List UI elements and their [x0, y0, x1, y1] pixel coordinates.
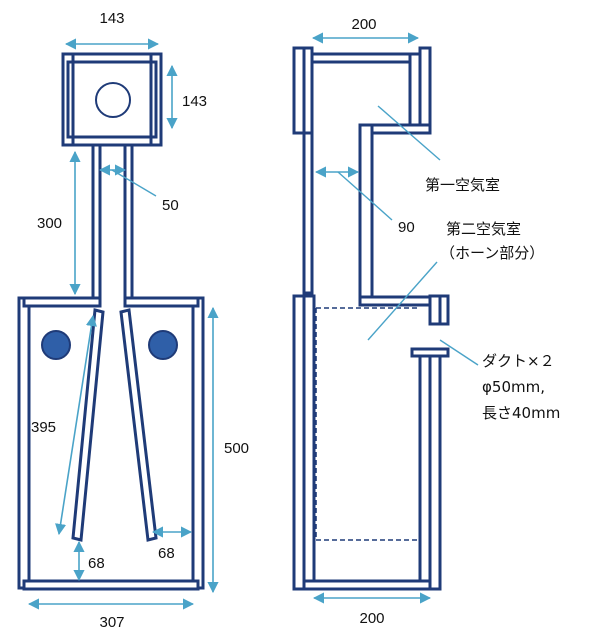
left-dimensions: 143 143 50 300 395 68 68 500 307 [27, 10, 249, 631]
label-duct-diameter: φ50mm, [482, 378, 545, 396]
dim-neck-width: 50 [162, 197, 179, 214]
top-chamber [61, 52, 163, 147]
dim-mouth-left: 68 [88, 555, 105, 572]
port-left [41, 330, 71, 360]
dim-top-width: 143 [99, 10, 124, 27]
dim-top-height: 143 [182, 93, 207, 110]
dim-right-top: 200 [351, 16, 376, 33]
dim-body-height: 500 [224, 440, 249, 457]
label-chamber2: 第二空気室 [446, 220, 521, 238]
neck [91, 143, 134, 307]
duct [410, 347, 450, 358]
dim-mouth-right: 68 [158, 545, 175, 562]
label-chamber2-horn: （ホーン部分） [440, 244, 544, 262]
label-chamber1: 第一空気室 [425, 176, 500, 194]
left-view: 143 143 50 300 395 68 68 500 307 [17, 10, 249, 631]
dim-right-mid: 90 [398, 219, 415, 236]
label-duct-length: 長さ40mm [482, 404, 560, 422]
dim-neck-length: 300 [37, 215, 62, 232]
dim-body-width: 307 [99, 614, 124, 631]
dim-horn-length: 395 [31, 419, 56, 436]
label-duct: ダクト×２ [482, 352, 555, 370]
main-body [17, 296, 205, 591]
port-right [148, 330, 178, 360]
right-dimensions: 200 90 200 [311, 16, 432, 627]
dim-right-bottom: 200 [359, 610, 384, 627]
right-view: 200 90 200 第一空気室 第二空気室 （ホーン部分） ダクト×２ φ50… [292, 16, 560, 627]
driver-hole [95, 82, 131, 118]
